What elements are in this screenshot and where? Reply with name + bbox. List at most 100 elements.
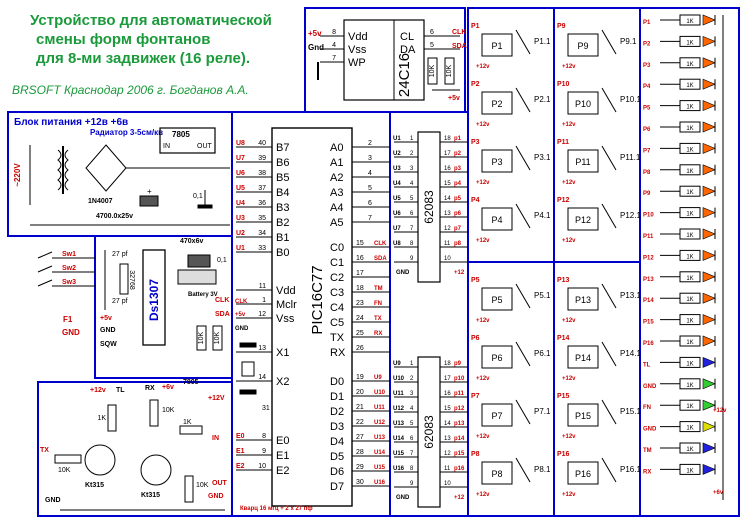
mcu-pin-num: 17 xyxy=(356,270,364,277)
transformer-secondary xyxy=(64,149,69,191)
frame-rs xyxy=(37,381,233,517)
mcu-pin-num: 40 xyxy=(258,140,266,147)
mcu-net-U4: U4 xyxy=(236,200,245,207)
driver-pin-num: 17 xyxy=(444,376,451,382)
mcu-pin-num: 9 xyxy=(262,448,266,455)
mcu-net-U16: U16 xyxy=(374,480,386,486)
mcu-pin-num: 27 xyxy=(356,434,364,441)
led-net-P15: P15 xyxy=(643,320,654,326)
bridge-rectifier xyxy=(85,144,127,192)
relay-coil-P13 xyxy=(567,287,599,311)
led-P16 xyxy=(702,335,716,347)
relay-contact xyxy=(601,399,617,425)
mcu-pin-num: 25 xyxy=(356,330,364,337)
relay-net-P1: P1 xyxy=(471,23,480,30)
led-P2 xyxy=(702,35,716,47)
relay-supply: +12v xyxy=(476,318,490,324)
driver-out-p1: p1 xyxy=(454,136,462,142)
frame-relays-4 xyxy=(553,261,641,517)
mcu-pin-num: 16 xyxy=(356,255,364,262)
relay-sub-P14.1: P14.1 xyxy=(620,349,641,358)
relay-supply: +12v xyxy=(562,122,576,128)
relay-net-P16: P16 xyxy=(557,451,570,458)
led-resistor xyxy=(679,249,701,261)
led-res-label: 1K xyxy=(686,126,693,132)
led-resistor xyxy=(679,78,701,90)
relay-supply: +12v xyxy=(562,238,576,244)
driver-pin-num: 6 xyxy=(410,211,414,217)
led-net-P9: P9 xyxy=(643,191,651,197)
regulator-body xyxy=(159,127,216,154)
relay-coil-P3 xyxy=(481,149,513,173)
rs-res-10k3 xyxy=(184,475,194,503)
mcu-pin-D7: D7 xyxy=(330,481,344,493)
switch-label-Sw1: Sw1 xyxy=(62,251,76,258)
relay-coil-P7 xyxy=(481,403,513,427)
diode-label: 1N4007 xyxy=(88,198,113,205)
mcu-pin-num: 8 xyxy=(262,433,266,440)
led-resistor xyxy=(679,14,701,26)
driver-pin-num: 12 xyxy=(444,226,451,232)
led-res-label: 1K xyxy=(686,62,693,68)
rs-res-1k-label: 1K xyxy=(97,415,106,422)
mcu-pin-Vss: Vss xyxy=(276,313,295,325)
led-P9 xyxy=(702,185,716,197)
relay-sub-P16.1: P16.1 xyxy=(620,465,641,474)
led-res-label: 1K xyxy=(686,426,693,432)
mcu-pin-num: 24 xyxy=(356,315,364,322)
mcu-net-U15: U15 xyxy=(374,465,386,471)
rs-plus12: +12v xyxy=(90,387,106,394)
mcu-pin-num: 23 xyxy=(356,300,364,307)
led-net-P2: P2 xyxy=(643,41,651,47)
driver-out-p10: p10 xyxy=(454,376,465,382)
driver-out-p11: p11 xyxy=(454,391,465,397)
mcu-net-U8: U8 xyxy=(236,140,245,147)
title-line-1: Устройство для автоматической xyxy=(30,12,272,29)
led-res-label: 1K xyxy=(686,147,693,153)
mcu-pin-A5: A5 xyxy=(330,217,343,229)
rs-res-1k xyxy=(107,404,117,432)
driver-in-U8: U8 xyxy=(393,241,401,247)
regulator-in: IN xyxy=(163,143,170,150)
relay-sub-P4.1: P4.1 xyxy=(534,211,551,220)
led-net-P13: P13 xyxy=(643,277,654,283)
driver-pin-num: 16 xyxy=(444,391,451,397)
transistor-1 xyxy=(84,444,116,476)
mcu-pin-num: 36 xyxy=(258,200,266,207)
led-net-FN: FN xyxy=(643,405,651,411)
driver-in-U1: U1 xyxy=(393,136,401,142)
mcu-name: PIC16C77 xyxy=(309,265,326,334)
rtc-clk: CLK xyxy=(215,297,229,304)
rs-out: OUT xyxy=(212,480,228,487)
relay-supply: +12v xyxy=(476,492,490,498)
relay-net-P8: P8 xyxy=(471,451,480,458)
led-net-P4: P4 xyxy=(643,84,651,90)
led-net-TL: TL xyxy=(643,362,651,368)
relay-label-P14: P14 xyxy=(575,353,591,363)
mcu-pin-num: 1 xyxy=(262,297,266,304)
led-net-P6: P6 xyxy=(643,127,651,133)
mcu-pin-A1: A1 xyxy=(330,157,343,169)
led-P4 xyxy=(702,78,716,90)
driver-in-U14: U14 xyxy=(393,436,405,442)
led-P14 xyxy=(702,292,716,304)
crystal-cap-a: 27 pf xyxy=(112,251,128,258)
driver-pin-num: 11 xyxy=(444,466,451,472)
relay-contact xyxy=(601,283,617,309)
led-res-label: 1K xyxy=(686,468,693,474)
led-resistor xyxy=(679,356,701,368)
mcu-pin-D1: D1 xyxy=(330,391,344,403)
mcu-pin-C5: C5 xyxy=(330,317,344,329)
relay-supply: +12v xyxy=(476,180,490,186)
mcu-pin-num: 34 xyxy=(258,230,266,237)
mcu-pin-C3: C3 xyxy=(330,287,344,299)
led-GND xyxy=(702,378,716,390)
relay-contact xyxy=(515,203,531,229)
led-res-label: 1K xyxy=(686,233,693,239)
led-resistor xyxy=(679,442,701,454)
mcu-net-U12: U12 xyxy=(374,420,386,426)
rtc-body xyxy=(142,249,166,346)
mcu-net-TM: TM xyxy=(374,286,383,292)
relay-supply: +12v xyxy=(476,376,490,382)
relay-sub-P13.1: P13.1 xyxy=(620,291,641,300)
